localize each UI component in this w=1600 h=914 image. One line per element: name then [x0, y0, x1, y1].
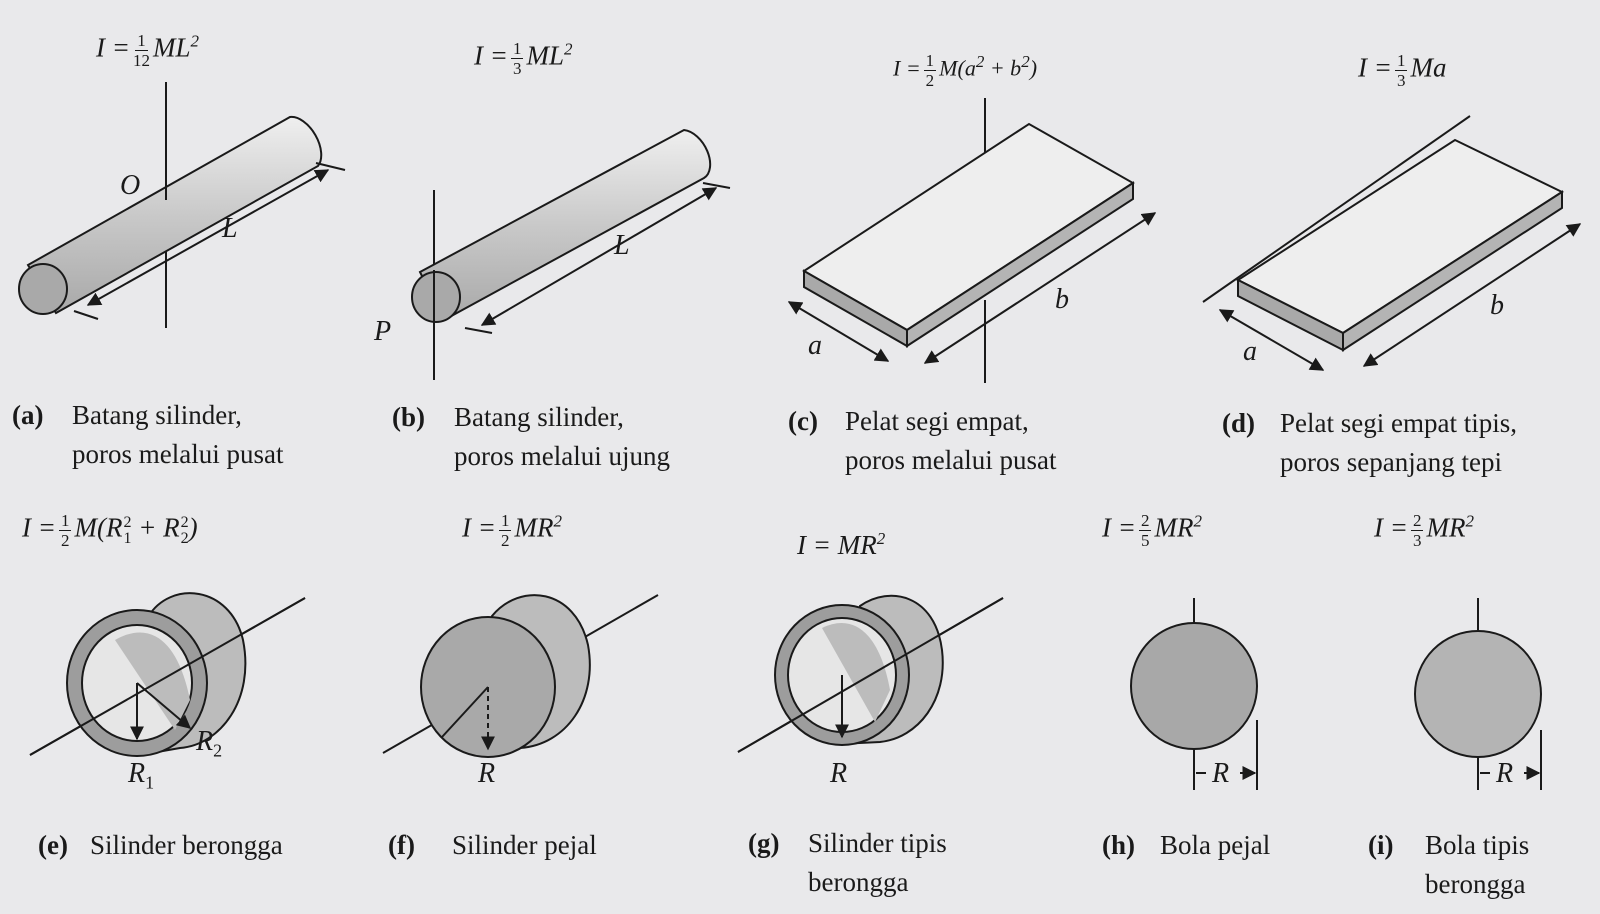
width-arrow [787, 301, 890, 362]
label-r2: R2 [196, 726, 223, 761]
label-width-a: a [1243, 336, 1257, 367]
caption-c: (c) Pelat segi empat, poros melalui pusa… [788, 406, 1057, 475]
length-tick [464, 327, 493, 334]
hollow-cylinder-figure [29, 592, 306, 757]
outer-radius-arrow [136, 682, 192, 729]
label-width-a: a [808, 330, 822, 361]
formula-g: I = MR2 [797, 529, 886, 560]
length-tick [73, 310, 99, 320]
rotation-axis-front [737, 597, 1004, 753]
label-center-O: O [120, 170, 141, 201]
sphere [1414, 630, 1542, 758]
rod-end-cap [411, 271, 461, 323]
label-end-P: P [374, 316, 392, 347]
rod-end-cap [18, 263, 68, 315]
rod-body [26, 115, 323, 315]
sphere [1130, 622, 1258, 750]
rod-center-figure [18, 82, 346, 328]
label-length-L: L [222, 213, 238, 244]
thin-hollow-cylinder-figure [737, 594, 1004, 753]
caption-b: (b) Batang silinder, poros melalui ujung [392, 402, 670, 471]
label-radius-R: R [478, 758, 496, 789]
caption-d: (d) Pelat segi empat tipis, poros sepanj… [1222, 408, 1517, 477]
length-arrow [1362, 223, 1582, 367]
caption-h: (h) Bola pejal [1102, 830, 1271, 860]
length-arrow [480, 187, 718, 326]
length-tick [315, 162, 346, 171]
rod-end-figure [411, 128, 731, 380]
length-arrow [86, 169, 330, 306]
label-radius-R: R [1496, 758, 1514, 789]
hollow-sphere-figure [1414, 598, 1542, 790]
solid-cylinder-figure [382, 594, 659, 758]
plate-center-figure [787, 98, 1157, 383]
rod-body [418, 128, 712, 322]
inner-surface [822, 623, 890, 722]
caption-f: (f) Silinder pejal [388, 830, 597, 860]
label-length-L: L [614, 230, 630, 261]
label-length-b: b [1055, 284, 1069, 315]
rotation-axis-edge [1202, 115, 1471, 303]
solid-sphere-figure [1130, 598, 1258, 790]
label-radius-R: R [830, 758, 848, 789]
length-tick [702, 182, 731, 189]
label-length-b: b [1490, 290, 1504, 321]
length-arrow [923, 212, 1157, 364]
width-arrow [1218, 309, 1325, 371]
radius-guide [441, 686, 489, 738]
caption-i: (i) Bola tipis berongga [1368, 830, 1530, 899]
caption-e: (e) Silinder berongga [38, 830, 283, 860]
inner-surface [115, 632, 190, 730]
label-radius-R: R [1212, 758, 1230, 789]
rotation-axis-front [29, 597, 306, 756]
caption-a: (a) Batang silinder, poros melalui pusat [12, 400, 284, 469]
label-r1: R1 [128, 758, 155, 793]
caption-g: (g) Silinder tipis berongga [748, 828, 947, 897]
plate-edge-figure [1202, 115, 1582, 371]
